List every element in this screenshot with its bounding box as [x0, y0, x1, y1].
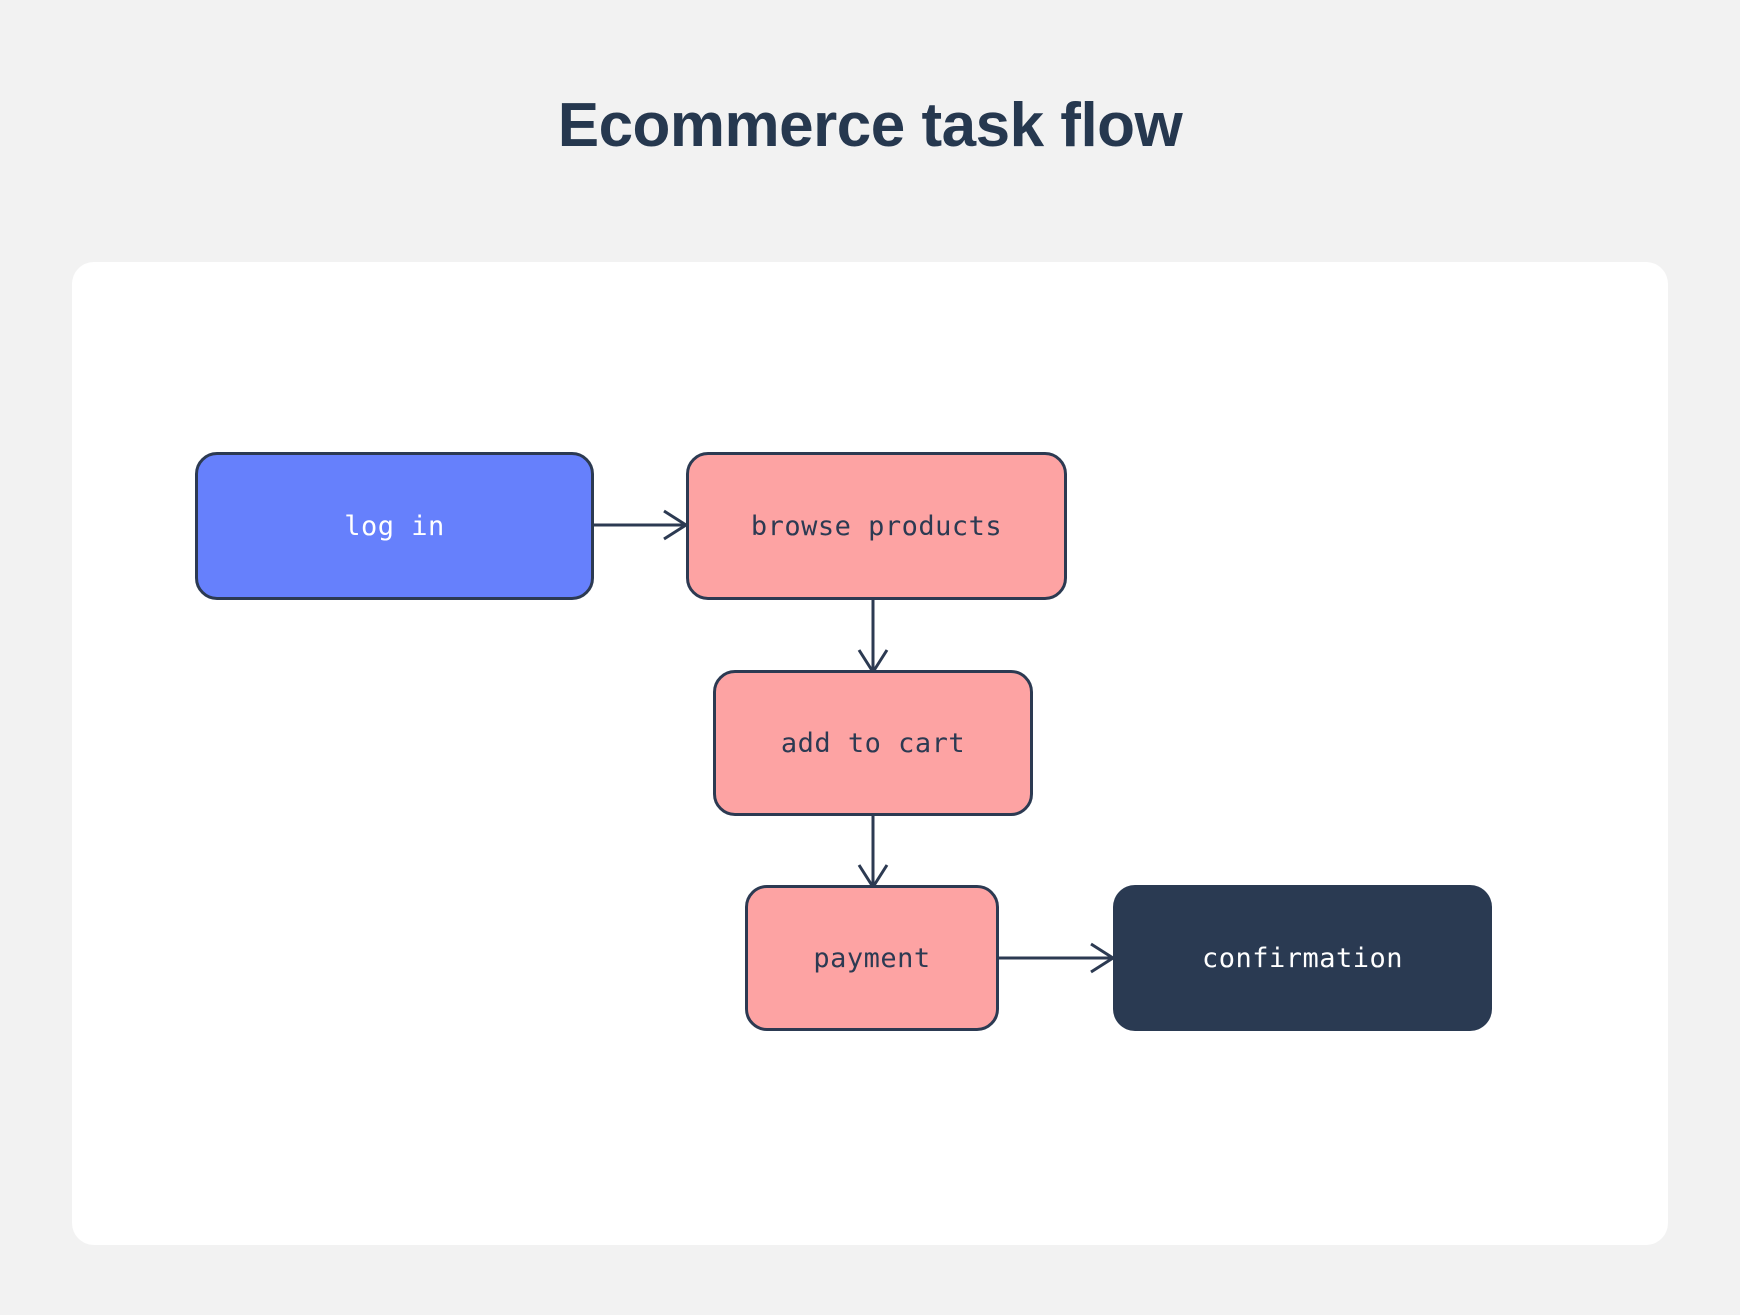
flow-node-log-in[interactable]: log in — [195, 452, 594, 600]
flow-node-confirmation[interactable]: confirmation — [1113, 885, 1492, 1031]
flow-node-add-to-cart[interactable]: add to cart — [713, 670, 1033, 816]
page-title: Ecommerce task flow — [557, 91, 1183, 160]
flow-node-browse-products[interactable]: browse products — [686, 452, 1067, 600]
flow-node-payment[interactable]: payment — [745, 885, 999, 1031]
